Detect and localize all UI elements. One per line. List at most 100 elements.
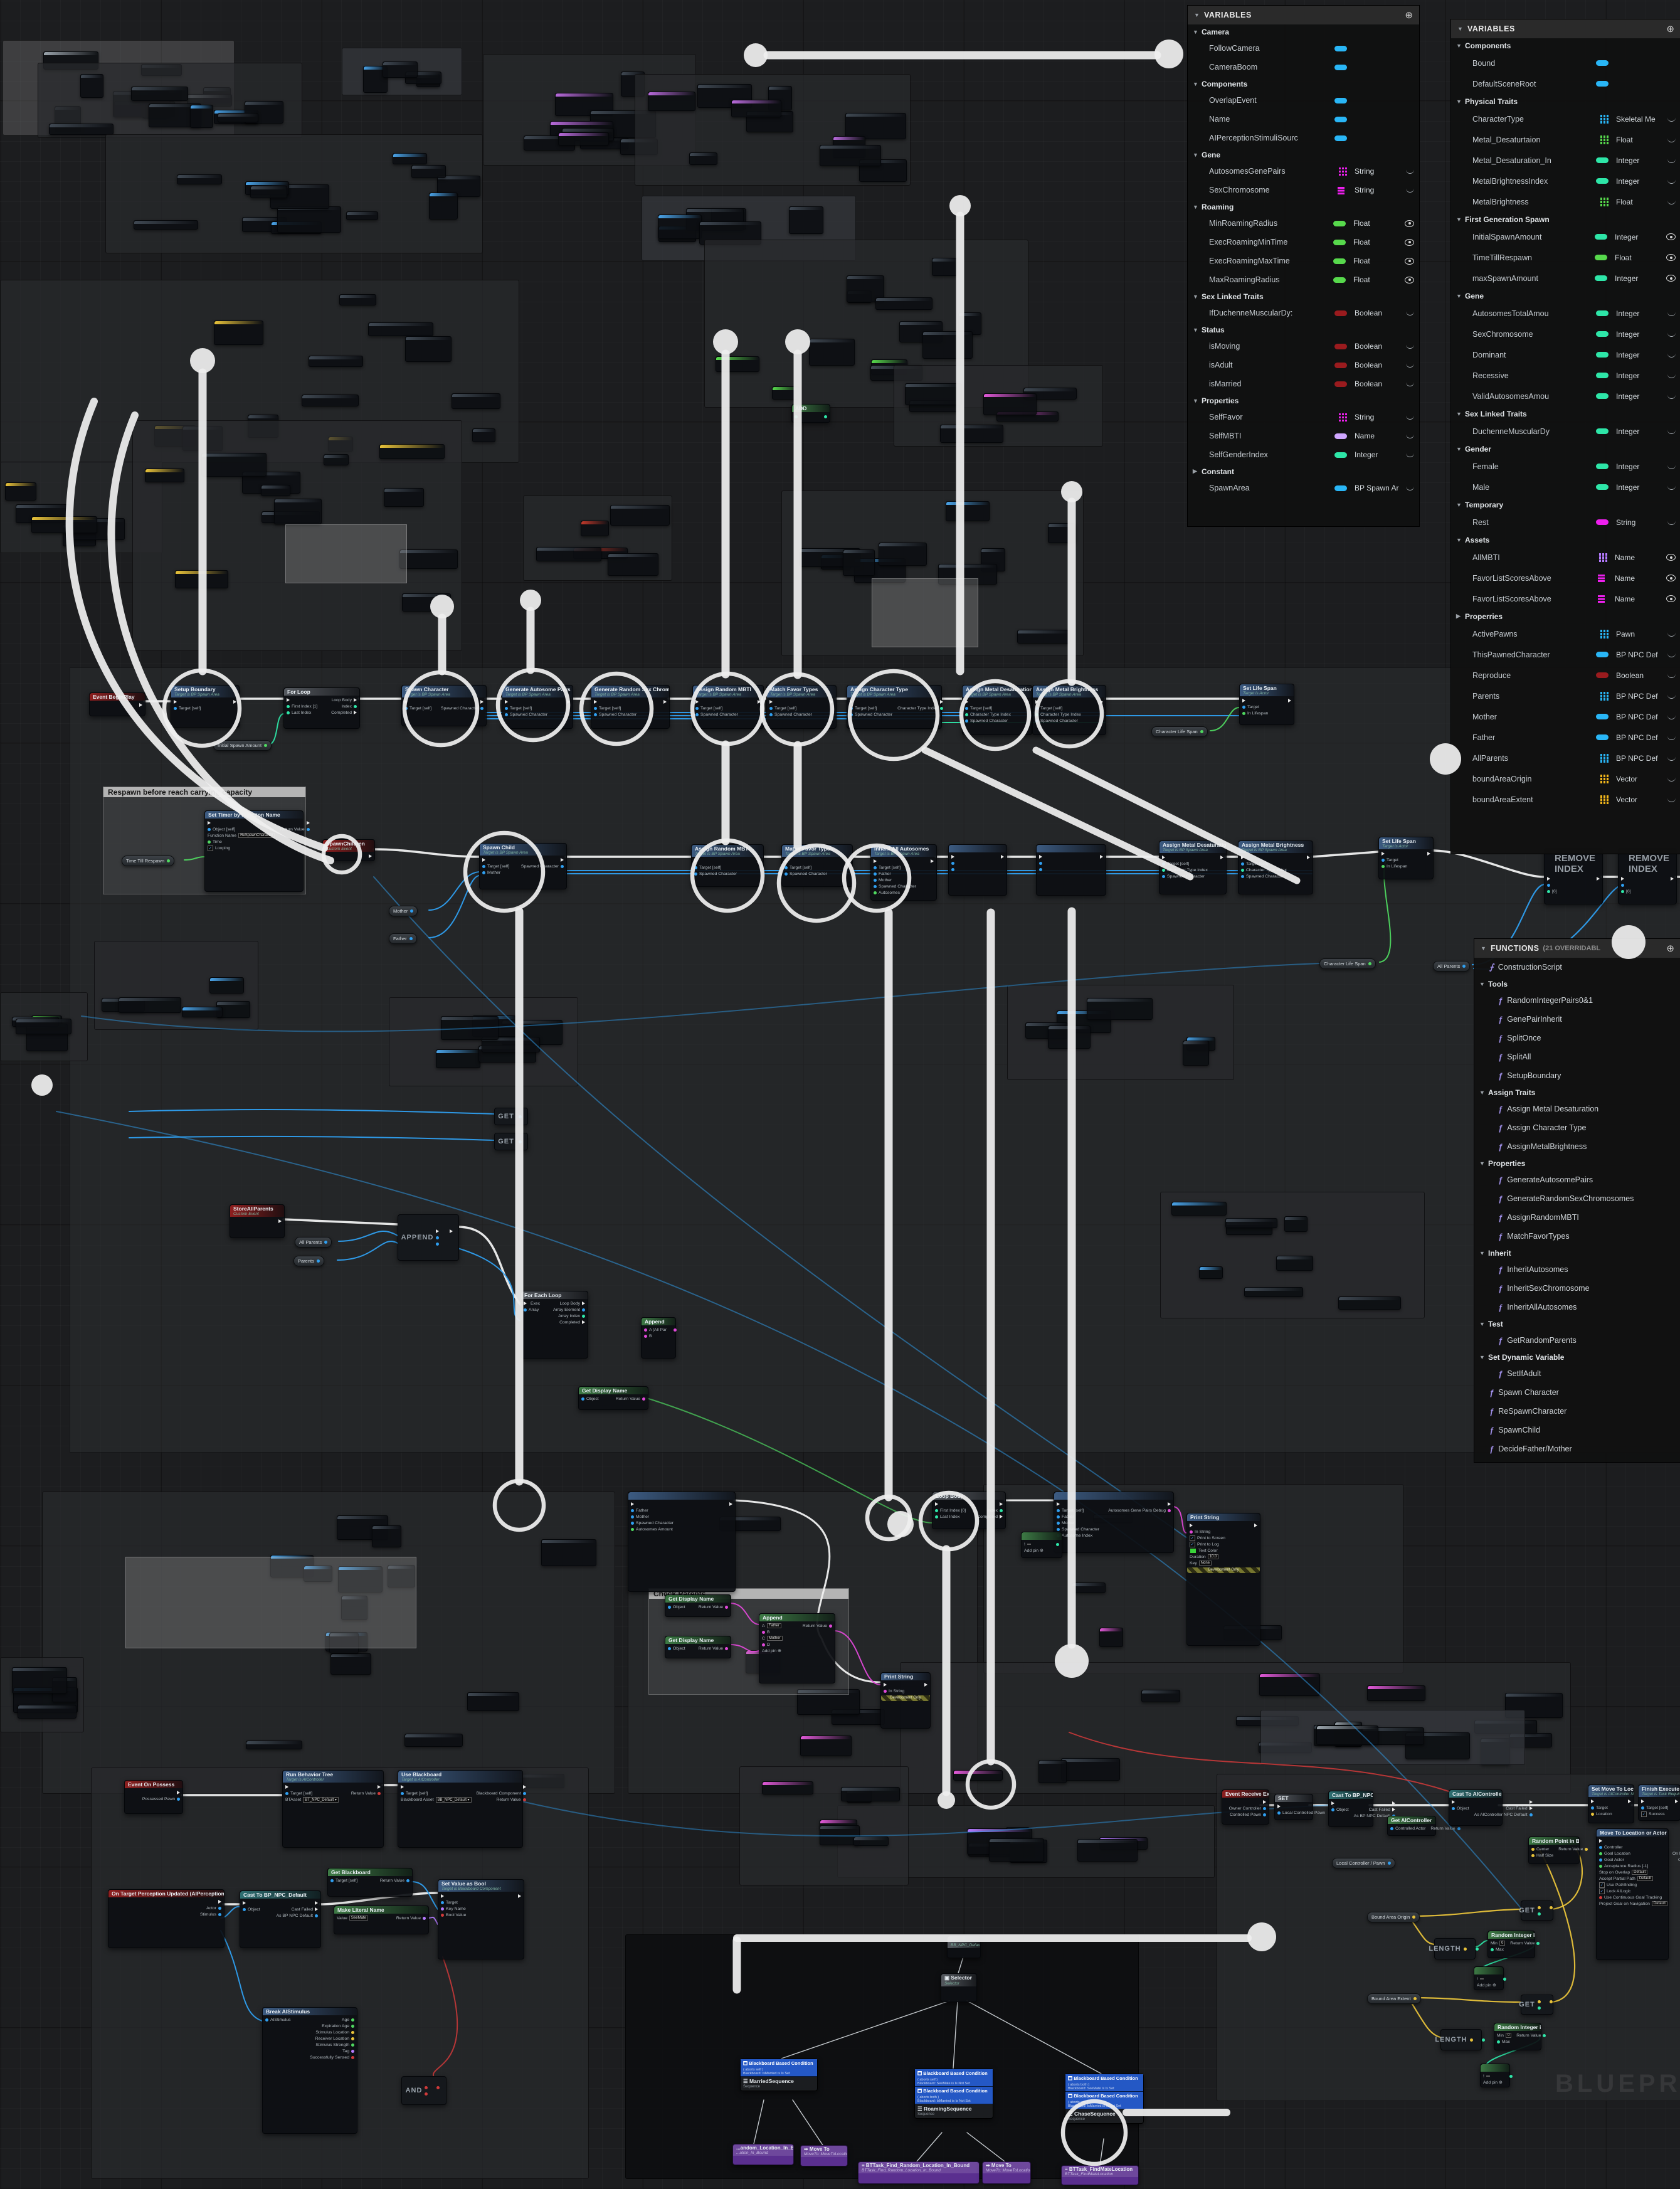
node-stub[interactable]: [940, 425, 1004, 443]
node-stub[interactable]: [948, 844, 1007, 896]
node-pin[interactable]: In String: [1187, 1529, 1228, 1535]
category-arrow-icon[interactable]: ▼: [1193, 397, 1198, 404]
node-pin[interactable]: Return Value: [1556, 1846, 1590, 1852]
node-pin[interactable]: Return Value: [349, 1790, 383, 1796]
blackboard-condition[interactable]: 🗖 Blackboard Based Condition( aborts sel…: [1065, 2092, 1143, 2109]
node-pin[interactable]: Target [self]: [1639, 1805, 1671, 1811]
pin-field-value[interactable]: 0: [1499, 1941, 1506, 1946]
node-pin[interactable]: [277, 820, 312, 826]
node-pin[interactable]: Target [self]: [1239, 861, 1289, 867]
node-pin[interactable]: Spawned Character: [782, 871, 830, 877]
node-stub[interactable]: [404, 1734, 463, 1747]
node-stub[interactable]: [1077, 1838, 1138, 1862]
blackboard-condition[interactable]: 🗖 Blackboard Based Condition( aborts bot…: [1065, 2074, 1143, 2092]
node-pin[interactable]: [826, 699, 836, 705]
node-pin[interactable]: [1216, 854, 1226, 861]
node-pin[interactable]: [1037, 866, 1049, 872]
pin-field-value[interactable]: Father: [766, 1623, 781, 1628]
node-pin[interactable]: Spawned Character: [591, 711, 639, 718]
node-stub[interactable]: [31, 516, 97, 533]
node-pin[interactable]: Duration 10.0: [1187, 1554, 1228, 1560]
node-pin[interactable]: Target [self]: [1160, 861, 1210, 867]
category-arrow-icon[interactable]: ▼: [1456, 501, 1462, 508]
node-pin[interactable]: Spawned Character: [1033, 718, 1084, 724]
node-pin[interactable]: [283, 1784, 341, 1790]
node-pin[interactable]: [1619, 882, 1634, 888]
node-pin[interactable]: [474, 1784, 529, 1790]
node-pin[interactable]: [1351, 1800, 1398, 1806]
node-pin[interactable]: [519, 857, 566, 863]
node-stub[interactable]: [1047, 522, 1075, 543]
node-pin[interactable]: Character Type Index: [1239, 867, 1289, 873]
eye-closed-icon[interactable]: [1667, 797, 1676, 802]
category-first-generation-spawn[interactable]: ▼First Generation Spawn: [1451, 212, 1680, 226]
pin-field-value[interactable]: [1486, 2075, 1490, 2077]
node-pin[interactable]: Father: [871, 871, 919, 877]
pin-field-value[interactable]: [1479, 1978, 1484, 1980]
node-stub[interactable]: [581, 520, 609, 537]
node-pin[interactable]: [445, 1228, 455, 1234]
node-pin[interactable]: Local Controlled Pawn: [1275, 1810, 1328, 1816]
blackboard-condition[interactable]: 🗖 Blackboard Based Condition( aborts sel…: [915, 2069, 993, 2087]
category-arrow-icon[interactable]: ▼: [1479, 1354, 1485, 1360]
eye-closed-icon[interactable]: [1667, 694, 1676, 699]
node-append[interactable]: APPEND: [398, 1214, 459, 1261]
variable-getter[interactable]: Time Till Respawn: [122, 856, 174, 866]
node-pin[interactable]: Spawned Character: [502, 711, 550, 718]
eye-closed-icon[interactable]: [1667, 179, 1676, 184]
node-stub[interactable]: [953, 1770, 1003, 1781]
node-pin[interactable]: In Lifespan: [1240, 710, 1271, 716]
category-arrow-icon[interactable]: ▼: [1193, 28, 1198, 35]
node-stub[interactable]: [1316, 1725, 1379, 1745]
node-pin[interactable]: [563, 699, 573, 705]
add-variable-icon[interactable]: ⊕: [1666, 24, 1674, 34]
node-stub[interactable]: [175, 570, 229, 589]
node-pin[interactable]: Add pin ⊕: [1481, 2079, 1505, 2086]
node-pin[interactable]: Target [self]: [328, 1877, 360, 1884]
node-pin[interactable]: [284, 697, 320, 703]
node-stub[interactable]: [554, 92, 613, 116]
node-pin[interactable]: Location: [1588, 1811, 1615, 1817]
node-stub[interactable]: [452, 393, 500, 410]
node-pin[interactable]: Target [self]: [591, 705, 639, 711]
variable-getter[interactable]: Character Life Span: [1319, 958, 1376, 969]
node-get[interactable]: GET: [494, 1133, 528, 1150]
node-pin[interactable]: Object: [579, 1396, 601, 1402]
node-stub[interactable]: [1338, 1296, 1402, 1310]
node-pin[interactable]: Actor: [198, 1905, 224, 1911]
eye-open-icon[interactable]: [1666, 233, 1676, 240]
node-pin[interactable]: [1329, 1800, 1351, 1806]
pin-field-value[interactable]: 0: [1505, 2033, 1512, 2038]
variable-getter[interactable]: Initial Spawn Amount: [213, 740, 272, 751]
node-pin[interactable]: [422, 2084, 432, 2091]
node-pin[interactable]: [881, 1682, 907, 1688]
node-pin[interactable]: [0]: [1545, 888, 1560, 894]
node-pin[interactable]: Spawned Character: [963, 718, 1013, 724]
eye-open-icon[interactable]: [1405, 257, 1414, 265]
pin-field-value[interactable]: Default: [1637, 1876, 1653, 1881]
node-pin[interactable]: Stimulus: [198, 1911, 224, 1917]
pin-field-value[interactable]: Mother: [766, 1636, 783, 1641]
node-cast-to-aicontroller-npc-default[interactable]: Cast To AIController_NPC_DefaultObjectCa…: [1449, 1789, 1533, 1826]
node-pin[interactable]: Target [self]: [1054, 1507, 1102, 1513]
node-pin[interactable]: Target [self]: [963, 705, 1013, 711]
